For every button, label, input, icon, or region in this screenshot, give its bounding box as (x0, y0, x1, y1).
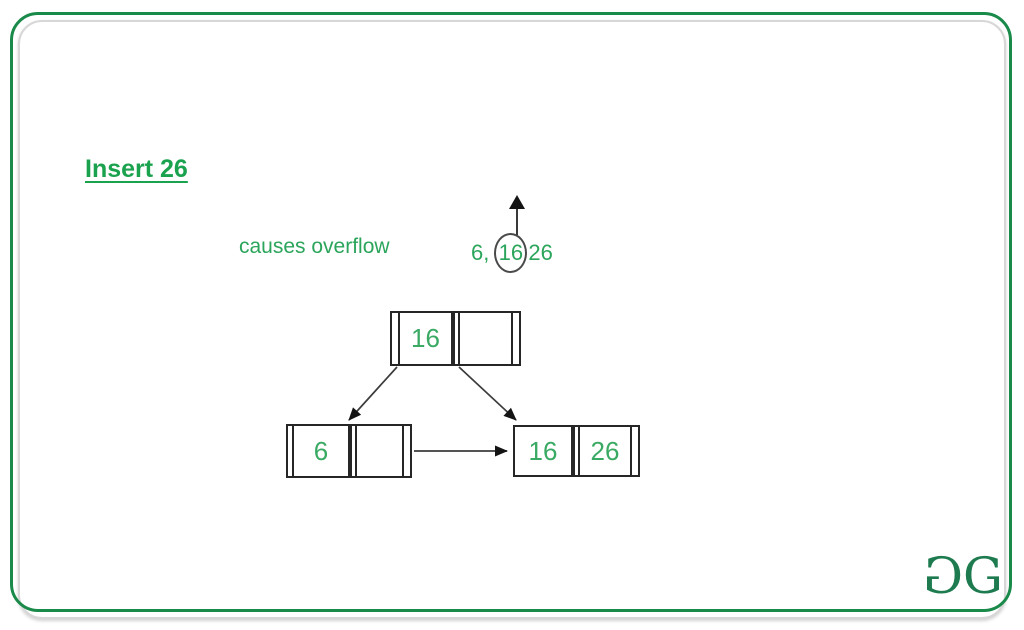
overflow-key-sequence: 6, 16 26 (471, 233, 553, 273)
child-pointer-slot (392, 313, 400, 364)
leaf-empty-cell (357, 426, 402, 476)
logo-g: G (962, 547, 1003, 605)
btree-left-leaf-node: 6 (286, 424, 412, 478)
promote-arrow-icon (509, 195, 525, 209)
promote-arrow-shaft (516, 208, 518, 235)
cell-separator (453, 313, 460, 364)
leaf-key-cell: 6 (294, 426, 350, 476)
new-key: 26 (528, 240, 553, 265)
leaf-key-cell: 16 (515, 427, 573, 475)
logo-mirrored-g: G (926, 547, 963, 605)
root-empty-cell (460, 313, 511, 364)
child-pointer-slot (511, 313, 519, 364)
btree-right-leaf-node: 16 26 (513, 425, 640, 477)
cell-separator (573, 427, 580, 475)
child-pointer-slot (288, 426, 294, 476)
circled-key: 16 (498, 240, 524, 265)
circled-key-annotation: 16 (494, 233, 528, 273)
btree-root-node: 16 (390, 311, 521, 366)
slide-border-frame (10, 12, 1012, 612)
next-pointer-slot (630, 427, 638, 475)
sequence-prefix: 6, (471, 240, 490, 265)
leaf-key-cell: 26 (590, 435, 620, 466)
root-key-cell: 16 (400, 313, 453, 364)
next-pointer-slot (402, 426, 410, 476)
cell-separator (350, 426, 357, 476)
slide-title: Insert 26 (85, 155, 188, 183)
geeksforgeeks-logo: GG (926, 547, 1003, 605)
overflow-caption: causes overflow (239, 235, 390, 258)
